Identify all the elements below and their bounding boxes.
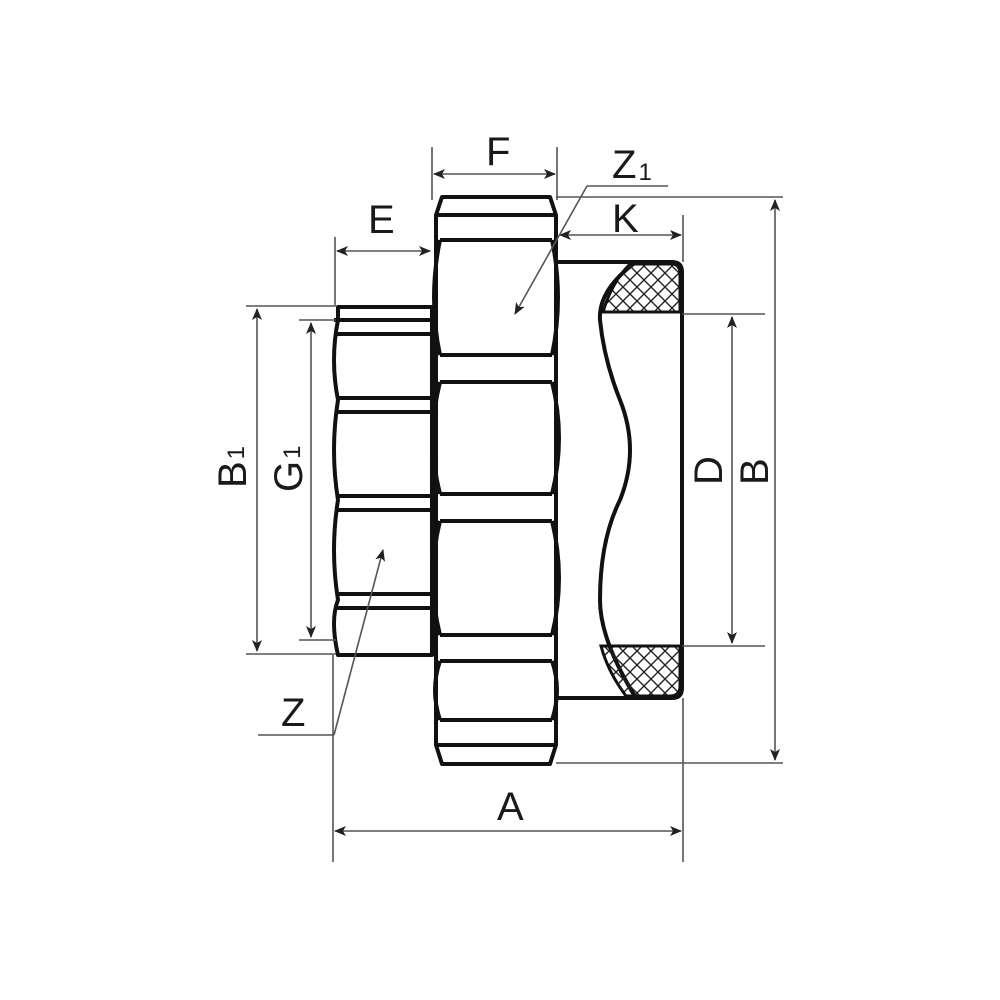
label-A: A bbox=[497, 785, 524, 829]
svg-text:B1: B1 bbox=[211, 446, 255, 488]
svg-text:G1: G1 bbox=[267, 446, 311, 492]
label-Z1: Z1 bbox=[612, 143, 652, 187]
seal-ring-top bbox=[600, 262, 682, 314]
label-B: B bbox=[733, 458, 777, 485]
label-G1: G1 bbox=[267, 446, 311, 492]
label-F: F bbox=[486, 130, 510, 174]
tailpiece-body bbox=[556, 260, 684, 700]
label-D: D bbox=[687, 456, 731, 485]
svg-text:B: B bbox=[733, 458, 777, 485]
label-Z: Z bbox=[281, 691, 305, 735]
center-hex-nut bbox=[431, 195, 561, 766]
svg-text:D: D bbox=[687, 456, 731, 485]
label-E: E bbox=[368, 198, 395, 242]
dimension-lines bbox=[246, 147, 783, 862]
label-K: K bbox=[612, 197, 639, 241]
seal-ring-bottom bbox=[599, 644, 682, 698]
left-hex-body bbox=[332, 305, 434, 657]
label-B1: B1 bbox=[211, 446, 255, 488]
